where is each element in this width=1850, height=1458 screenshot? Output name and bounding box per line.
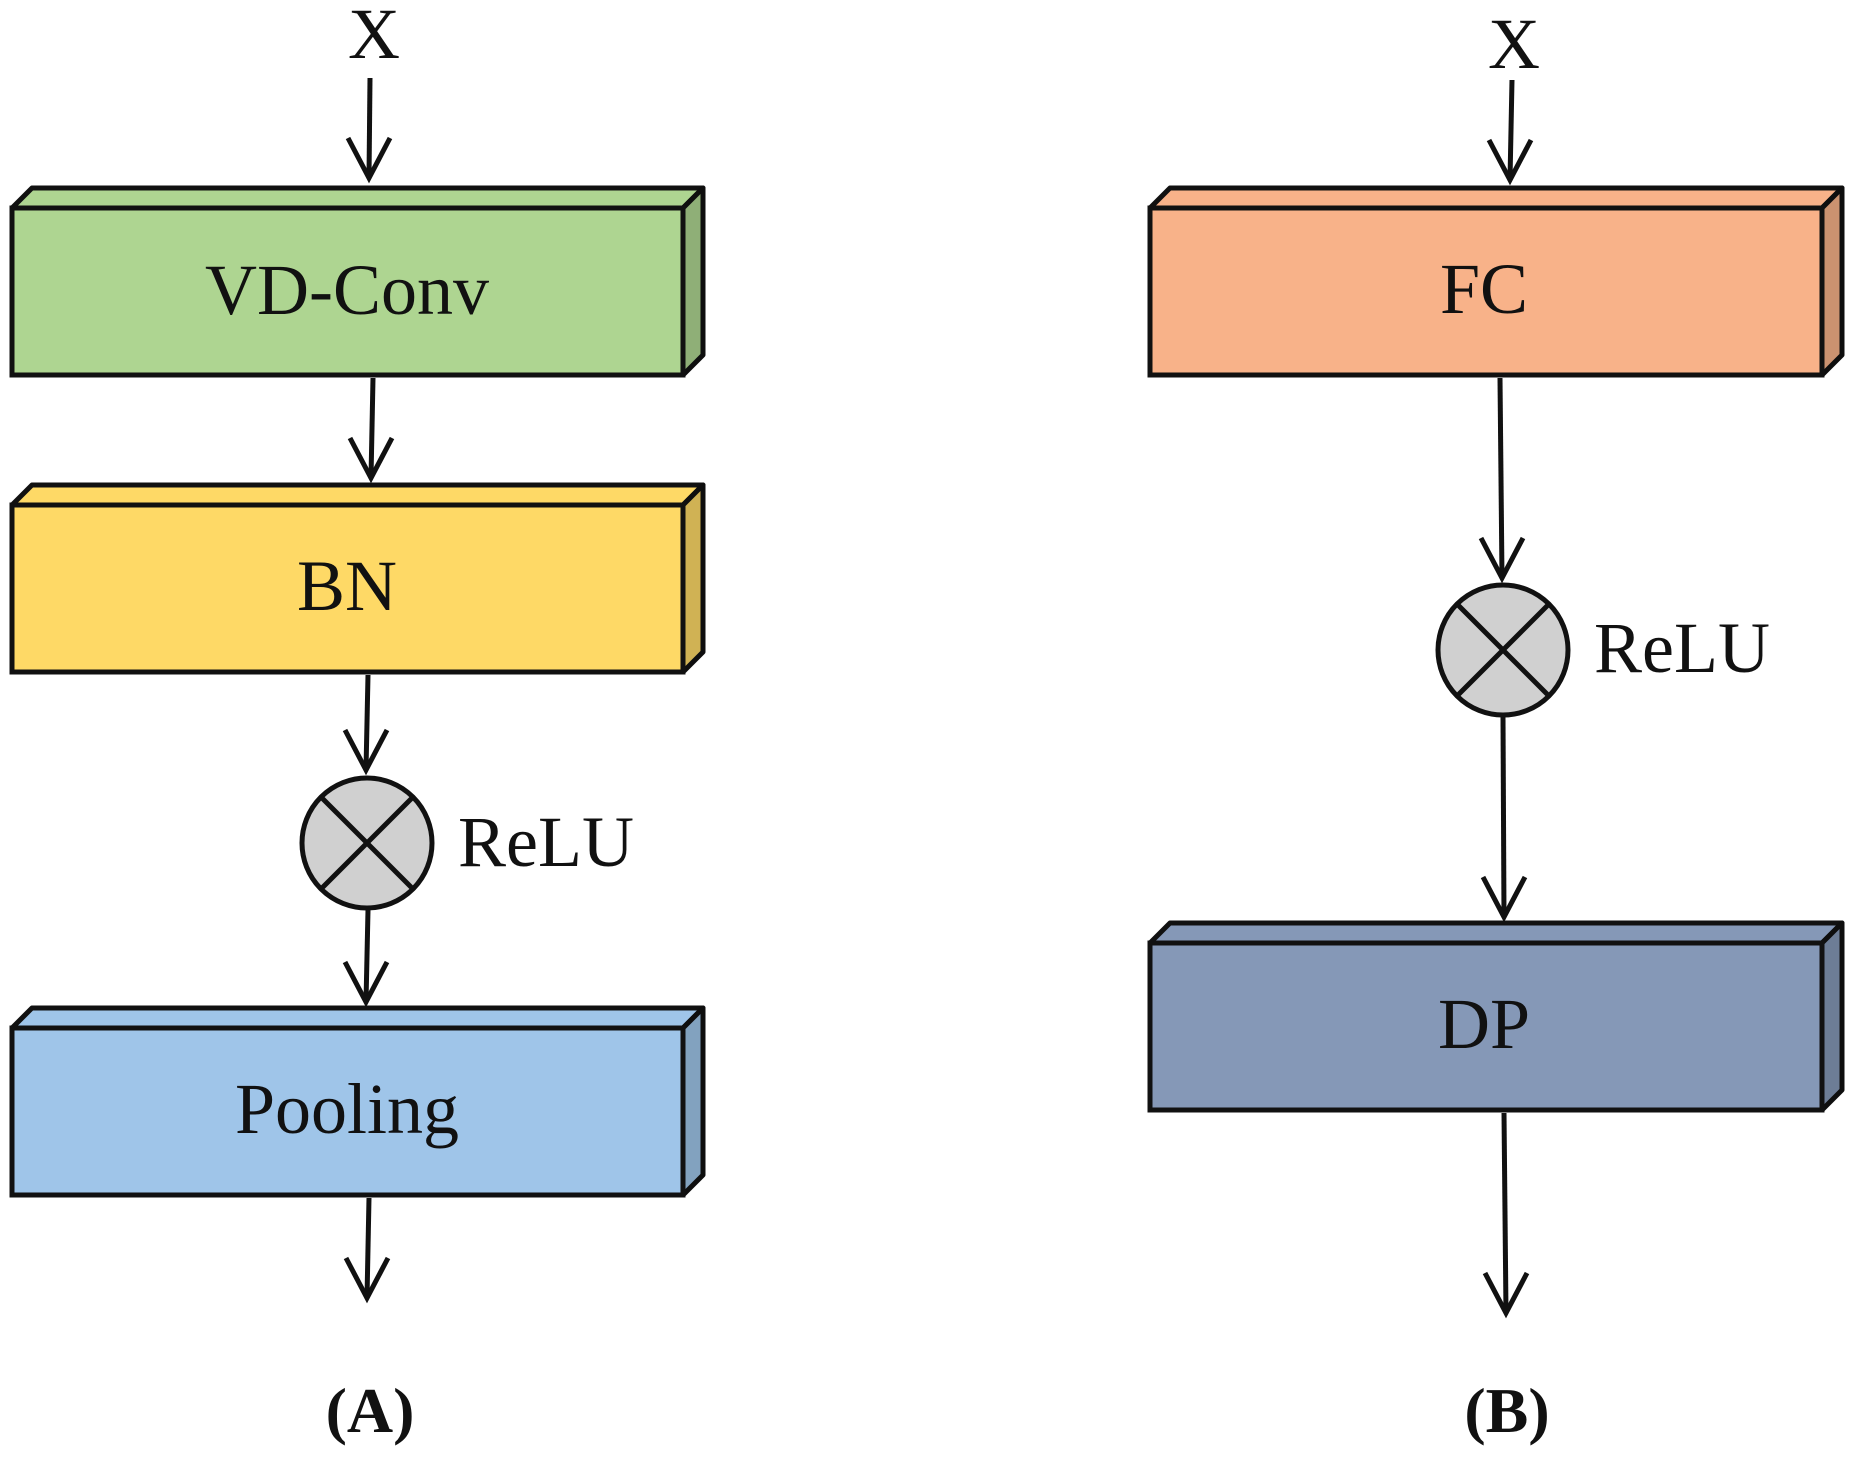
arrow-fc-to-relu [1478,377,1526,584]
dp-label: DP [1438,984,1530,1064]
vdconv-block-top [9,185,706,211]
relu-operator-a [299,775,435,911]
relu-label-b: ReLU [1594,608,1770,688]
fc-label: FC [1440,249,1528,329]
caption-b: (B) [1464,1375,1549,1446]
caption-a: (A) [326,1375,415,1446]
vdconv-label: VD-Conv [205,250,489,330]
panel-b: X FC ReLU [1147,4,1845,1446]
pooling-block-face [9,1025,686,1198]
fc-block-face [1147,205,1825,378]
vdconv-block-side [680,185,706,378]
dp-block-side [1819,920,1845,1113]
relu-operator-b [1435,582,1571,718]
arrow-bn-to-relu [342,674,390,776]
dp-block-face [1147,940,1825,1113]
arrow-pooling-output [343,1197,391,1304]
bn-block-top [9,482,706,508]
arrow-x-to-vdconv [345,77,393,184]
bn-block-side [680,482,706,675]
panel-b-input-label: X [1488,4,1540,84]
panel-a-input-label: X [348,0,400,74]
bn-block-face [9,502,686,675]
pooling-block: Pooling [9,1005,706,1198]
dp-block: DP [1147,920,1845,1113]
fc-block: FC [1147,185,1845,378]
vdconv-block: VD-Conv [9,185,706,378]
pooling-block-top [9,1005,706,1031]
arrow-x-to-fc [1486,79,1534,186]
pooling-label: Pooling [235,1069,459,1149]
arrow-relu-to-pooling [342,909,390,1008]
fc-block-side [1819,185,1845,378]
arrow-vdconv-to-bn [347,377,395,484]
arrow-dp-output [1482,1112,1530,1319]
arrow-relu-to-dp [1480,716,1528,923]
relu-label-a: ReLU [458,802,634,882]
fc-block-top [1147,185,1845,211]
dp-block-top [1147,920,1845,946]
pooling-block-side [680,1005,706,1198]
bn-label: BN [297,546,397,626]
vdconv-block-face [9,205,686,378]
bn-block: BN [9,482,706,675]
panel-a: X VD-Conv BN [9,0,706,1446]
